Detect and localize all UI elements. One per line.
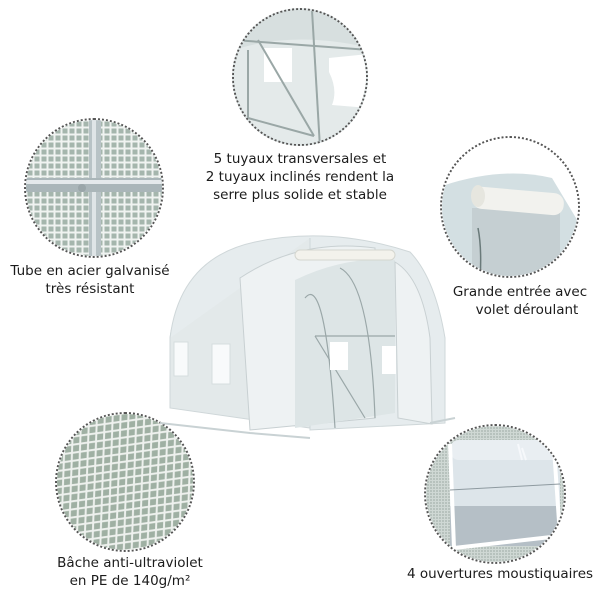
feature-entrance-caption: Grande entrée avec volet déroulant (440, 283, 600, 319)
feature-entrance-image (440, 136, 580, 278)
feature-windows-image (424, 424, 566, 564)
caption-line: très résistant (45, 281, 135, 297)
feature-windows-caption: 4 ouvertures moustiquaires (400, 565, 600, 583)
caption-line: volet déroulant (475, 302, 579, 318)
frame-pipes-closeup-icon (234, 10, 366, 144)
feature-steel-tube-image (24, 118, 164, 258)
feature-cover-image (55, 412, 195, 552)
feature-cover-caption: Bâche anti-ultraviolet en PE de 140g/m² (40, 554, 220, 590)
pe-mesh-cover-closeup-icon (57, 414, 193, 550)
caption-line: serre plus solide et stable (213, 187, 387, 203)
caption-line: en PE de 140g/m² (69, 573, 191, 589)
caption-line: 4 ouvertures moustiquaires (406, 566, 594, 582)
mosquito-net-window-closeup-icon (426, 426, 564, 562)
greenhouse-product-image (160, 218, 460, 444)
feature-steel-tube-caption: Tube en acier galvanisé très résistant (0, 262, 180, 298)
feature-pipes-image (232, 8, 368, 146)
roll-up-door-closeup-icon (442, 138, 578, 276)
caption-line: 2 tuyaux inclinés rendent la (205, 169, 395, 185)
caption-line: Tube en acier galvanisé (10, 263, 170, 279)
caption-line: Grande entrée avec (452, 284, 588, 300)
steel-tube-joint-closeup-icon (26, 120, 162, 256)
polytunnel-greenhouse-icon (160, 235, 456, 439)
caption-line: 5 tuyaux transversales et (213, 151, 387, 167)
caption-line: Bâche anti-ultraviolet (57, 555, 203, 571)
feature-pipes-caption: 5 tuyaux transversales et 2 tuyaux incli… (200, 150, 400, 204)
